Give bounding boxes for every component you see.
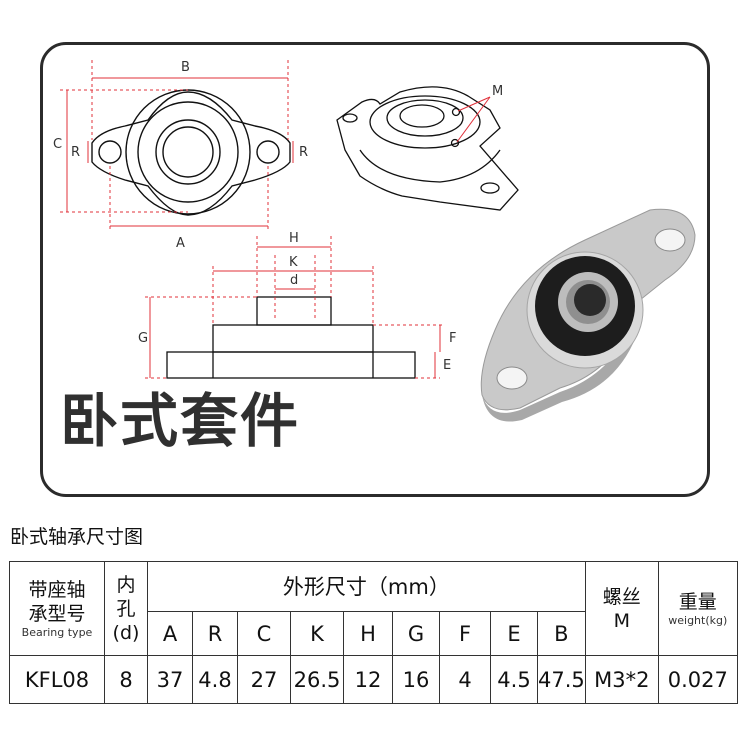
dim-header: H xyxy=(343,611,393,656)
cell-dim: 26.5 xyxy=(290,655,344,704)
header-bore: 内 孔 (d) xyxy=(104,561,148,656)
cell-dim: 4.8 xyxy=(192,655,238,704)
dim-header: C xyxy=(237,611,291,656)
label-r-left: R xyxy=(71,145,81,160)
label-h: H xyxy=(289,231,299,246)
label-b: B xyxy=(181,60,190,75)
cell-dim: 37 xyxy=(147,655,193,704)
table-title: 卧式轴承尺寸图 xyxy=(10,526,144,548)
header-weight: 重量 weight(kg) xyxy=(657,561,738,656)
label-f: F xyxy=(449,331,457,346)
product-render xyxy=(480,208,696,422)
dim-header: F xyxy=(439,611,491,656)
cell-model: KFL08 xyxy=(9,655,105,704)
label-g: G xyxy=(138,331,149,346)
dim-header: B xyxy=(537,611,586,656)
table-row: KFL08 8 37 4.8 27 26.5 12 16 4 4.5 47.5 … xyxy=(9,655,738,704)
header-screw: 螺丝 M xyxy=(584,561,659,656)
label-r-right: R xyxy=(299,145,309,160)
cell-bore: 8 xyxy=(104,655,148,704)
label-c: C xyxy=(53,137,63,152)
dim-header: G xyxy=(392,611,440,656)
cell-dim: 4 xyxy=(439,655,491,704)
dim-header: R xyxy=(192,611,238,656)
cell-dim: 12 xyxy=(343,655,393,704)
label-d: d xyxy=(290,273,299,288)
dim-header: E xyxy=(490,611,538,656)
cell-dim: 27 xyxy=(237,655,291,704)
label-e: E xyxy=(443,358,452,373)
header-model: 带座轴 承型号 Bearing type xyxy=(9,561,105,656)
cell-dim: 47.5 xyxy=(537,655,586,704)
cell-dim: 16 xyxy=(392,655,440,704)
cell-screw: M3*2 xyxy=(584,655,659,704)
panel-title: 卧式套件 xyxy=(60,387,301,455)
label-k: K xyxy=(289,255,298,270)
technical-drawing xyxy=(60,60,696,422)
label-a: A xyxy=(176,236,185,251)
front-view xyxy=(91,89,291,216)
isometric-view xyxy=(336,86,519,211)
cell-dim: 4.5 xyxy=(490,655,538,704)
header-dimensions: 外形尺寸（mm） xyxy=(147,561,586,612)
section-view xyxy=(166,296,416,379)
dim-header: K xyxy=(290,611,344,656)
cell-weight: 0.027 xyxy=(657,655,738,704)
dim-header: A xyxy=(147,611,193,656)
spec-table: 带座轴 承型号 Bearing type 内 孔 (d) 外形尺寸（mm） 螺丝… xyxy=(9,561,738,704)
label-m: M xyxy=(492,84,504,99)
